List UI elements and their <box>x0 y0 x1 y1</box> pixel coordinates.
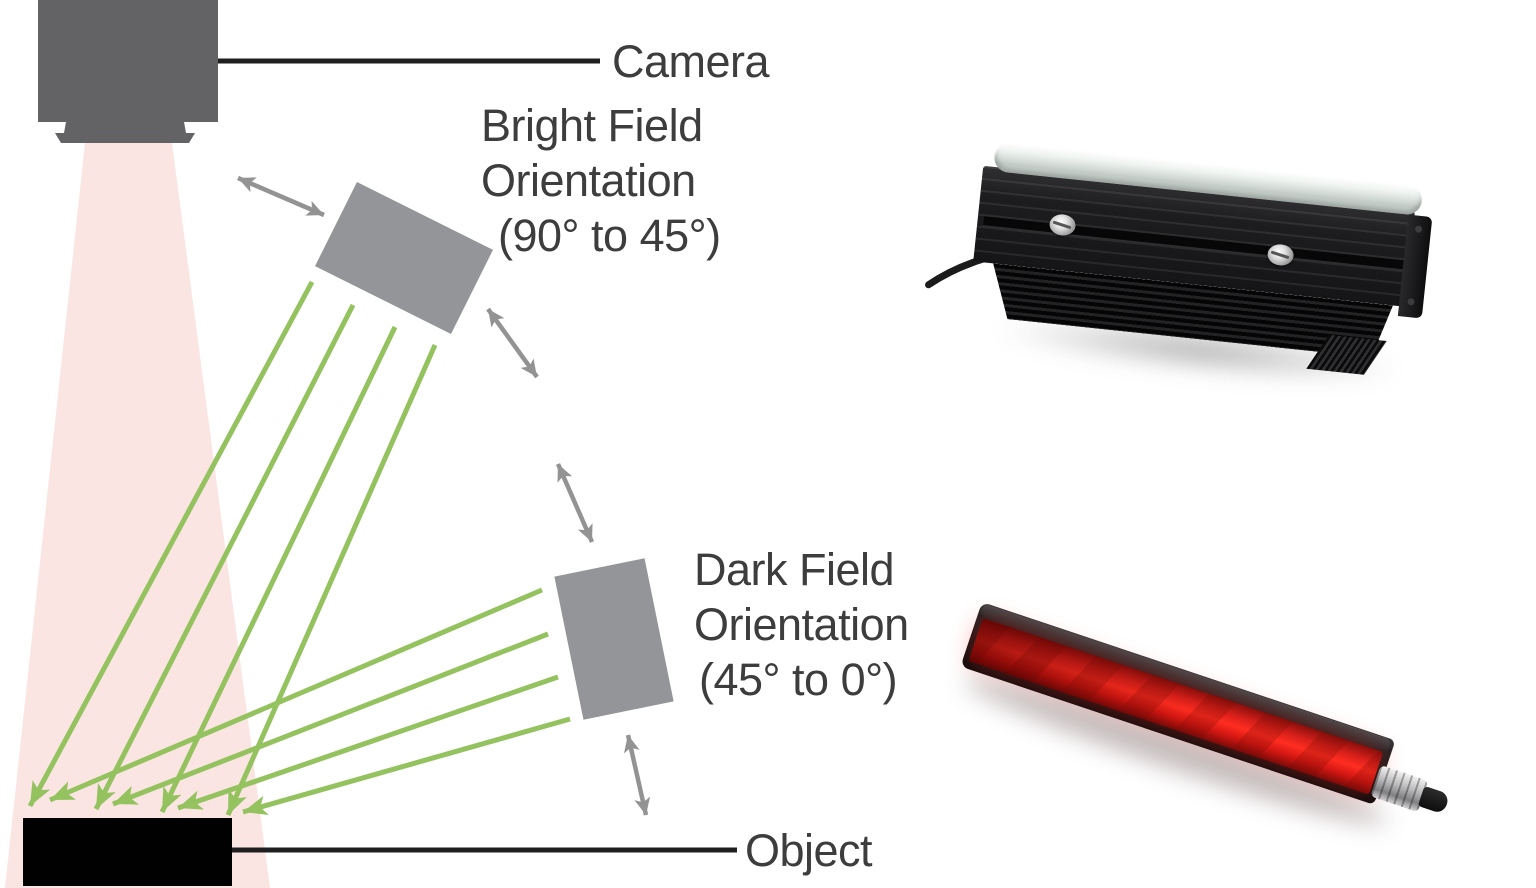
bright-field-light-panel <box>315 182 493 334</box>
dark-field-label: Dark Field Orientation (45° to 0°) <box>694 542 909 707</box>
camera-view-beam <box>5 143 270 888</box>
camera-label: Camera <box>612 36 770 87</box>
dark-field-ray <box>242 716 571 816</box>
screw-icon <box>1266 243 1295 267</box>
bright-field-ray <box>225 343 438 817</box>
camera-icon <box>38 0 218 122</box>
dark-field-label-line2: Orientation <box>694 599 909 650</box>
double-arrow-above-dark-field <box>555 463 595 543</box>
dark-field-ray <box>177 674 559 811</box>
dark-field-label-line1: Dark Field <box>694 544 895 595</box>
dark-field-label-line3: (45° to 0°) <box>699 654 898 705</box>
double-arrow-bright-to-dark-field <box>486 307 539 379</box>
bright-field-ray <box>93 303 356 811</box>
dark-field-light-panel <box>554 558 674 720</box>
double-arrow-dark-field-to-object <box>623 734 651 816</box>
object-label: Object <box>745 825 873 876</box>
black-bar-light-photo <box>925 140 1436 426</box>
red-bar-light-photo <box>938 602 1466 888</box>
bright-field-rays <box>27 280 438 817</box>
dark-field-ray <box>49 587 543 803</box>
bright-field-label-line3: (90° to 45°) <box>498 210 721 261</box>
bright-field-ray <box>159 325 398 814</box>
mounting-rail <box>983 216 1404 270</box>
bright-field-label: Bright Field Orientation (90° to 45°) <box>481 98 721 263</box>
bright-field-label-line1: Bright Field <box>481 100 703 151</box>
camera-lens <box>55 122 195 143</box>
dark-field-ray <box>112 631 549 807</box>
double-arrow-camera-to-bright-field <box>237 175 325 218</box>
bright-field-ray <box>27 280 315 808</box>
dark-field-rays <box>49 587 571 816</box>
bright-field-label-line2: Orientation <box>481 155 696 206</box>
lighting-orientation-diagram <box>5 0 737 888</box>
object-bar <box>23 818 232 886</box>
connector-tip <box>1417 785 1451 815</box>
